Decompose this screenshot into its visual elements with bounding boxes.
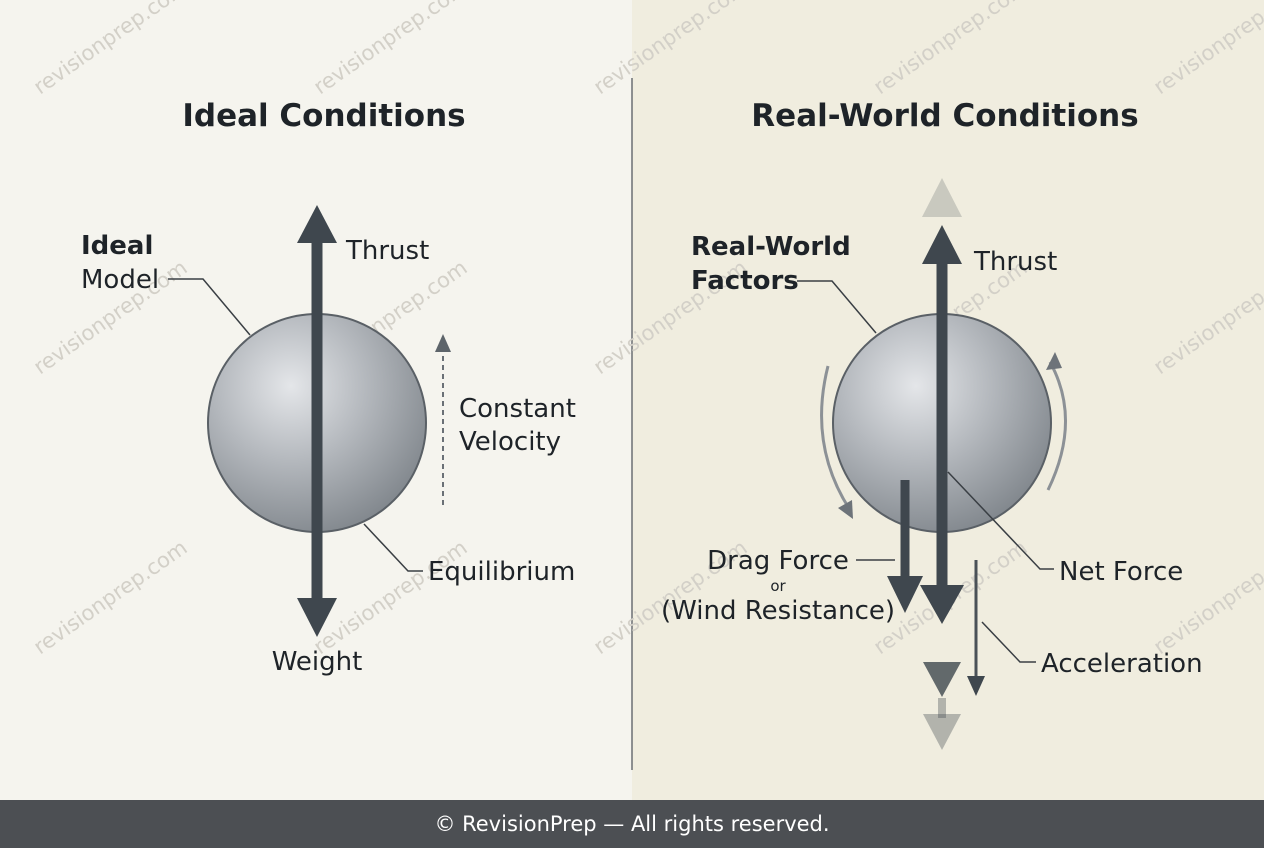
ideal-title: Ideal Conditions <box>182 98 465 134</box>
real-thrust-arrowhead <box>922 225 962 264</box>
acceleration-arrowhead <box>967 676 985 696</box>
acceleration-leader-line <box>981 621 1036 663</box>
ideal-weight-arrowhead <box>297 598 337 637</box>
net-force-leader-line <box>947 471 1054 570</box>
real-lower-arrowhead-1 <box>923 662 961 697</box>
right-rotation-arc <box>1046 361 1067 491</box>
drag-force-arrowhead <box>887 576 923 613</box>
drag-force-label-line2: (Wind Resistance) <box>661 596 895 626</box>
constant-velocity-arrowhead <box>435 334 451 352</box>
real-title: Real-World Conditions <box>751 98 1138 134</box>
left-rotation-arrowhead-icon <box>838 500 853 519</box>
real-factors-label-line2: Factors <box>691 266 799 296</box>
footer-copyright: © RevisionPrep — All rights reserved. <box>0 800 1264 848</box>
real-faded-upper-arrowhead <box>922 178 962 217</box>
ideal-thrust-arrowhead <box>297 205 337 243</box>
real-thrust-label: Thrust <box>973 247 1057 277</box>
constant-velocity-label-line1: Constant <box>459 394 576 424</box>
left-rotation-arc <box>820 365 852 511</box>
ideal-model-label-line2: Model <box>81 265 159 295</box>
net-force-label: Net Force <box>1059 557 1183 587</box>
net-force-arrowhead <box>920 585 964 624</box>
real-factors-label-line1: Real-World <box>691 232 851 262</box>
acceleration-label: Acceleration <box>1041 649 1203 679</box>
drag-force-label-line1: Drag Force <box>707 546 849 576</box>
constant-velocity-label-line2: Velocity <box>459 427 561 457</box>
equilibrium-label: Equilibrium <box>428 557 575 587</box>
drag-force-or-label: or <box>770 577 786 595</box>
real-factors-leader-line <box>797 280 877 334</box>
equilibrium-leader-line <box>363 523 423 572</box>
ideal-thrust-label: Thrust <box>345 236 429 266</box>
right-rotation-arrowhead-icon <box>1046 352 1062 370</box>
real-lower-arrowhead-2 <box>923 714 961 750</box>
ideal-model-label-line1: Ideal <box>81 231 153 261</box>
ideal-model-leader-line <box>168 278 251 336</box>
ideal-weight-label: Weight <box>272 647 363 677</box>
